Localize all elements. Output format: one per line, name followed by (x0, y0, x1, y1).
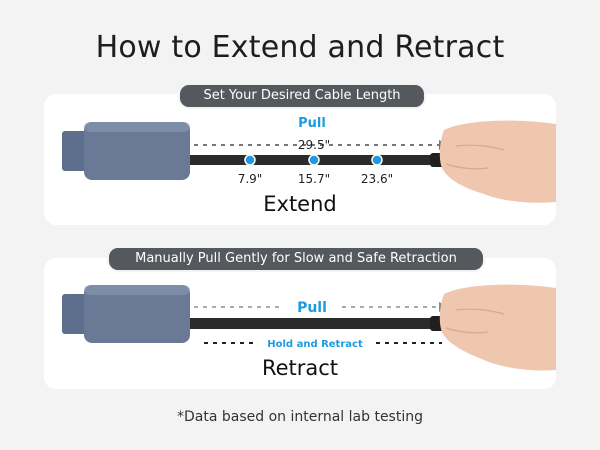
marker-label-2: 15.7" (298, 172, 330, 186)
retract-illustration: Pull Hold and Retract (62, 284, 556, 371)
marker-dot-1 (244, 154, 256, 166)
hand-illustration (439, 120, 556, 203)
pull-label: Pull (297, 300, 327, 316)
retract-header-pill: Manually Pull Gently for Slow and Safe R… (107, 246, 485, 272)
hand-illustration (439, 284, 556, 371)
marker-dot-3 (371, 154, 383, 166)
extend-mode-label: Extend (263, 192, 337, 216)
extend-header-pill: Set Your Desired Cable Length (178, 83, 426, 109)
footnote: *Data based on internal lab testing (177, 409, 423, 425)
marker-label-3: 23.6" (361, 172, 393, 186)
pull-label: Pull (298, 116, 326, 131)
total-length-label: 29.5" (298, 138, 330, 152)
cable-reel-device (84, 285, 190, 343)
cable-reel-device (84, 122, 190, 180)
marker-dot-2 (308, 154, 320, 166)
extend-illustration: Pull 29.5" 7.9" 15.7" 23.6" (62, 116, 556, 203)
page-title: How to Extend and Retract (95, 30, 505, 65)
hold-and-retract-label: Hold and Retract (267, 339, 363, 350)
cable (184, 318, 446, 329)
marker-label-1: 7.9" (238, 172, 263, 186)
retract-mode-label: Retract (261, 356, 339, 380)
